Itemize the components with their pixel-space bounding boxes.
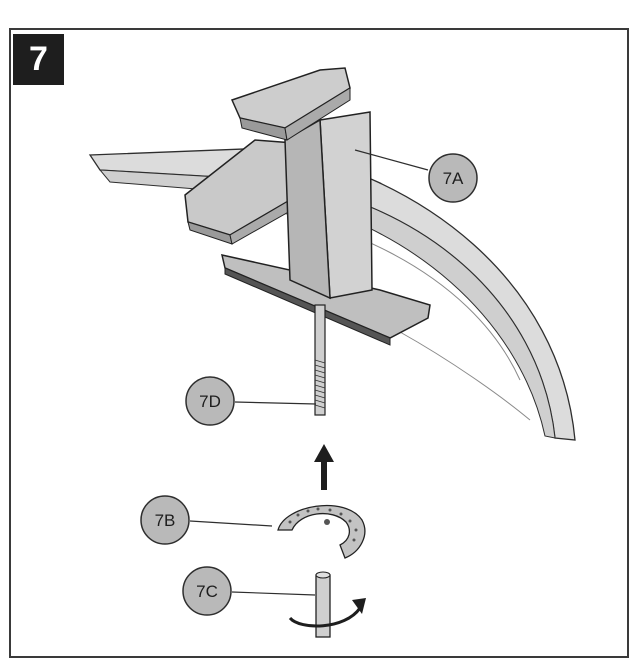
- leader-line-7a: [354, 149, 429, 171]
- callout-label: 7B: [155, 511, 176, 530]
- threaded-rod: [314, 304, 326, 416]
- callout-7d: 7D: [185, 376, 235, 426]
- leader-line-7c: [231, 591, 316, 596]
- faucet-body: [284, 111, 373, 300]
- callout-label: 7D: [199, 392, 221, 411]
- mounting-washer: [277, 504, 366, 559]
- callout-7b: 7B: [140, 495, 190, 545]
- leader-line-7d: [234, 401, 317, 405]
- callout-label: 7A: [443, 169, 464, 188]
- leader-line-7b: [189, 520, 273, 527]
- step-number-badge: 7: [13, 34, 64, 85]
- mounting-nut: [315, 571, 331, 638]
- callout-label: 7C: [196, 582, 218, 601]
- rotate-arrow-icon: [288, 598, 366, 628]
- faucet-handle: [230, 67, 351, 141]
- up-arrow-icon: [314, 444, 334, 490]
- callout-7a: 7A: [428, 153, 478, 203]
- callout-7c: 7C: [182, 566, 232, 616]
